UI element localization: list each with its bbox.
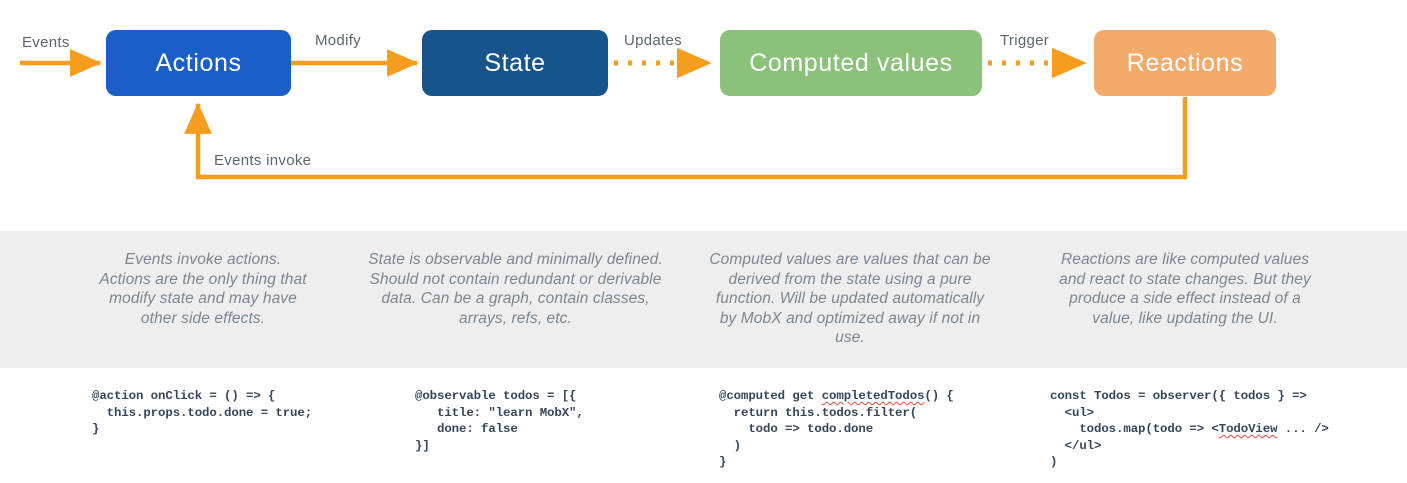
- code-state: @observable todos = [{ title: "learn Mob…: [415, 389, 584, 453]
- edge-label-trigger: Trigger: [1000, 32, 1050, 49]
- edge-label-events-invoke: Events invoke: [214, 152, 312, 169]
- description-actions: Events invoke actions. Actions are the o…: [99, 251, 307, 327]
- code-actions: @action onClick = () => { this.props.tod…: [92, 389, 313, 436]
- description-state: State is observable and minimally define…: [368, 251, 663, 327]
- description-computed-values: Computed values are values that can be d…: [709, 251, 991, 347]
- node-state[interactable]: State: [422, 30, 608, 96]
- edge-label-modify: Modify: [315, 32, 361, 49]
- code-computed-values: @computed get completedTodos() { return …: [719, 389, 954, 469]
- flow-arrows-svg: [20, 47, 1188, 180]
- node-computed-values[interactable]: Computed values: [720, 30, 982, 96]
- code-band: @action onClick = () => { this.props.tod…: [0, 368, 1407, 483]
- spellcheck-underline: completedTodos: [821, 389, 925, 403]
- flow-diagram-region: Actions State Computed values Reactions …: [0, 0, 1407, 231]
- spellcheck-underline: TodoView: [1218, 422, 1278, 436]
- node-reactions[interactable]: Reactions: [1094, 30, 1276, 96]
- code-reactions: const Todos = observer({ todos } => <ul>…: [1050, 389, 1329, 469]
- node-actions-label: Actions: [155, 48, 242, 77]
- node-actions[interactable]: Actions: [106, 30, 291, 96]
- description-reactions: Reactions are like computed values and r…: [1059, 251, 1311, 327]
- edge-label-updates: Updates: [624, 32, 682, 49]
- edge-label-events: Events: [22, 34, 70, 51]
- node-state-label: State: [484, 48, 546, 77]
- description-band: Events invoke actions. Actions are the o…: [0, 231, 1407, 368]
- node-computed-values-label: Computed values: [749, 48, 953, 77]
- node-reactions-label: Reactions: [1126, 48, 1244, 77]
- arrow-events-invoke: [184, 97, 1188, 180]
